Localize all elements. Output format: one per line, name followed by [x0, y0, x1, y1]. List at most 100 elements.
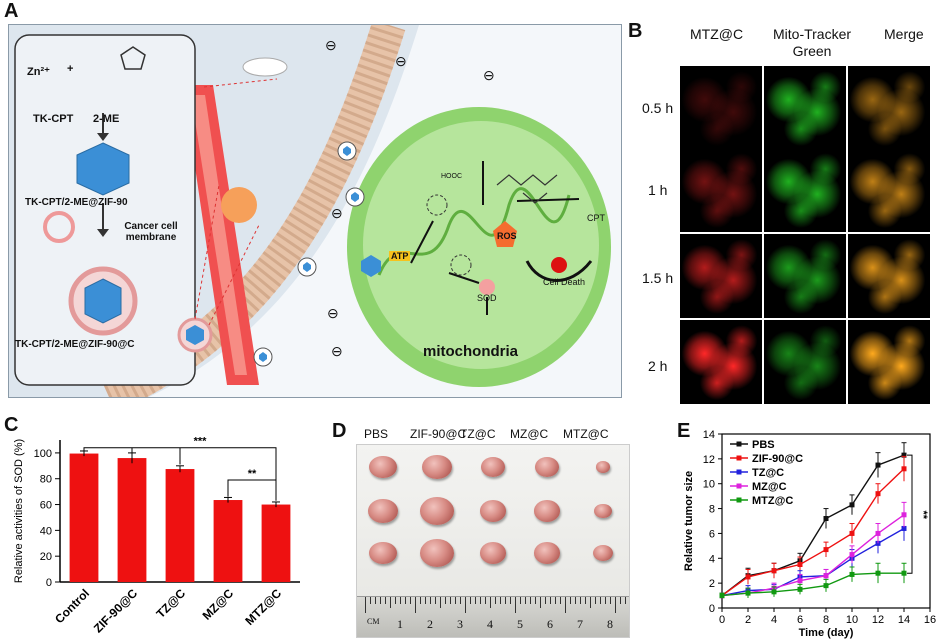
tumor-MZ@C-3 — [534, 542, 560, 564]
micro-image-r1-c2 — [764, 66, 846, 150]
point-ZIF-90@C — [849, 530, 855, 536]
ruler-label-5: 5 — [517, 617, 523, 631]
imidazole-ring — [120, 46, 146, 70]
blood-vessel-inner — [191, 95, 247, 375]
point-MTZ@C — [771, 589, 777, 595]
ruler-label-4: 4 — [487, 617, 493, 631]
point-ZIF-90@C — [901, 466, 907, 472]
micro-image-r1-c3 — [848, 66, 930, 150]
row-label-1p5h: 1.5 h — [642, 270, 674, 286]
micro-image-r1-c1 — [680, 66, 762, 150]
y-tick-label-c: 100 — [34, 448, 52, 460]
y-tick-label-e: 10 — [703, 479, 715, 491]
panel-label-e: E — [677, 420, 691, 442]
tumor-ZIF-90@C-1 — [422, 454, 452, 480]
ruler-tick — [430, 597, 431, 604]
x-tick-label-c: Control — [52, 586, 92, 626]
ruler — [357, 596, 629, 637]
ruler-tick — [570, 597, 571, 604]
point-PBS — [901, 452, 907, 458]
y-tick-label-e: 0 — [709, 603, 715, 615]
col-label-merge: Merge — [884, 26, 924, 42]
bar-Control — [69, 453, 99, 582]
point-MTZ@C — [875, 570, 881, 576]
legend-label-PBS: PBS — [752, 439, 775, 451]
membrane-label: Cancer cell membrane — [124, 221, 178, 243]
point-ZIF-90@C — [797, 562, 803, 567]
ruler-tick — [565, 597, 566, 613]
y-tick-label-c: 60 — [40, 500, 52, 512]
x-axis-label-e: Time (day) — [799, 627, 854, 639]
ruler-tick — [395, 597, 396, 604]
tumor-PBS-2 — [368, 498, 398, 524]
composite2-label: TK-CPT/2-ME@ZIF-90@C — [15, 339, 135, 350]
mitochondria-label: mitochondria — [423, 343, 519, 360]
ruler-tick — [435, 597, 436, 604]
ruler-label-0: CM — [367, 617, 380, 626]
minus-icon: ⊖ — [325, 37, 337, 53]
x-tick-label-c: MZ@C — [200, 586, 237, 623]
y-tick-label-e: 4 — [709, 553, 715, 565]
micro-image-r4-c2 — [764, 320, 846, 404]
group-label-0: PBS — [364, 427, 389, 441]
legend-marker-MZ@C — [736, 483, 742, 489]
x-tick-label-e: 10 — [846, 614, 858, 626]
ruler-tick — [485, 597, 486, 604]
np-in-mito — [361, 255, 381, 277]
legend-label-TZ@C: TZ@C — [752, 467, 784, 479]
ruler-tick — [575, 597, 576, 604]
ruler-tick — [380, 597, 381, 604]
ruler-label-6: 6 — [547, 617, 553, 631]
group-label-4: MTZ@C — [563, 427, 609, 441]
schematic-drawing — [14, 25, 621, 397]
sig-label-1: *** — [194, 436, 208, 448]
point-MTZ@C — [745, 590, 751, 596]
micro-image-r2-c3 — [848, 148, 930, 232]
ruler-tick — [615, 597, 616, 613]
y-axis-label-e: Relative tumor size — [683, 471, 695, 571]
ruler-tick — [595, 597, 596, 604]
tumor-cluster — [221, 187, 257, 223]
ruler-tick — [610, 597, 611, 604]
ruler-tick — [620, 597, 621, 604]
tumor-TZ@C-1 — [481, 457, 505, 477]
y-axis-label-c: Relative activities of SOD (%) — [13, 439, 25, 583]
point-PBS — [875, 462, 881, 468]
y-tick-label-c: 0 — [46, 577, 52, 589]
bar-ZIF-90@C — [117, 458, 147, 582]
ruler-tick — [495, 597, 496, 604]
ruler-tick — [530, 597, 531, 604]
membrane-vesicle — [43, 211, 75, 243]
synthesis-box — [14, 34, 196, 386]
ruler-tick — [365, 597, 366, 613]
ruler-tick — [415, 597, 416, 613]
ruler-tick — [585, 597, 586, 604]
minus-icon: ⊖ — [331, 343, 343, 359]
zn-label: Zn²⁺ — [27, 66, 50, 78]
ruler-tick — [535, 597, 536, 604]
y-tick-label-e: 2 — [709, 578, 715, 590]
ros-burst — [493, 221, 517, 247]
tumor-TZ@C-2 — [480, 500, 506, 522]
sig-label-e: ** — [917, 511, 929, 520]
ruler-tick — [370, 597, 371, 604]
point-MZ@C — [823, 573, 829, 579]
x-tick-label-e: 0 — [719, 614, 725, 626]
ruler-tick — [580, 597, 581, 604]
micro-image-r3-c1 — [680, 234, 762, 318]
minus-icon: ⊖ — [327, 305, 339, 321]
tumor-TZ@C-3 — [480, 542, 506, 564]
x-tick-label-e: 14 — [898, 614, 910, 626]
ruler-tick — [560, 597, 561, 604]
composite1-label: TK-CPT/2-ME@ZIF-90 — [25, 197, 128, 208]
x-tick-label-c: MTZ@C — [242, 586, 284, 628]
micro-image-r4-c3 — [848, 320, 930, 404]
ros-label: ROS — [497, 231, 517, 241]
point-MTZ@C — [901, 570, 907, 576]
legend-marker-ZIF-90@C — [736, 455, 742, 461]
point-PBS — [823, 516, 829, 522]
point-TZ@C — [901, 525, 907, 531]
